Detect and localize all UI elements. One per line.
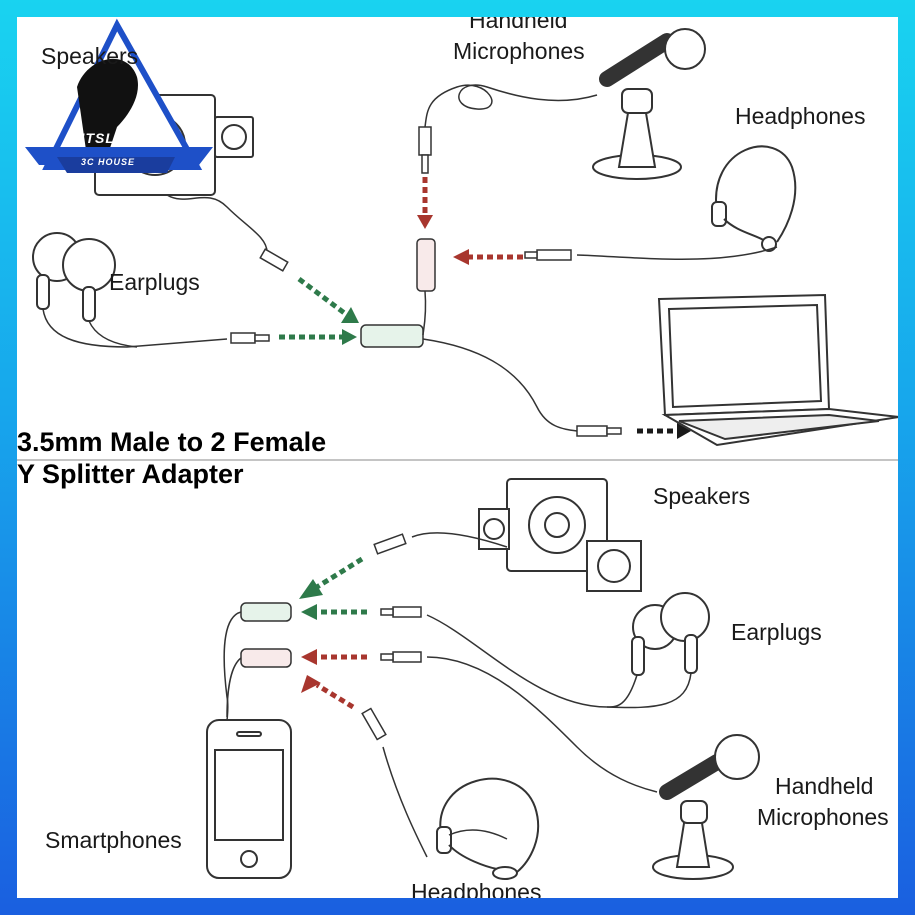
cable-earplugs-top <box>42 308 228 348</box>
cable-splitter-top <box>422 338 578 432</box>
cable-headphones-top <box>576 246 778 261</box>
diagram-artwork <box>17 18 898 880</box>
plug-speakers-bottom <box>373 533 407 555</box>
label-speakers-bottom: Speakers <box>653 483 751 509</box>
plug-mic-top <box>418 126 432 174</box>
cable-headphones-bottom <box>382 746 428 858</box>
product-title-line1: 3.5mm Male to 2 Female <box>17 427 327 457</box>
handheld-microphone-illustration-bottom <box>652 734 760 880</box>
splitter-green-top <box>360 324 424 348</box>
handheld-microphone-illustration-top <box>592 28 706 180</box>
cable-mic-top <box>424 84 598 128</box>
label-earplugs-bottom: Earplugs <box>731 619 822 645</box>
logo-sub-text: 3C HOUSE <box>81 157 136 167</box>
plug-headphones-top <box>524 249 572 261</box>
label-smartphones: Smartphones <box>45 827 182 853</box>
arrow-green-diag-bottom <box>315 556 364 590</box>
splitter-red-top <box>416 238 436 292</box>
earplugs-illustration-bottom <box>631 592 710 676</box>
splitter-green-bottom <box>240 602 292 622</box>
plug-earplugs-bottom <box>380 606 422 618</box>
laptop-illustration <box>657 293 898 447</box>
arrow-green-diag-top <box>297 277 349 317</box>
label-earplugs-top: Earplugs <box>109 269 200 295</box>
label-handheld-bottom-line1: Handheld <box>775 773 874 799</box>
label-headphones-bottom: Headphones <box>411 879 542 898</box>
logo-brand-text: FITSLIM <box>71 130 133 146</box>
arrow-red-down-top-head <box>417 215 433 229</box>
speakers-illustration-bottom <box>478 478 642 592</box>
arrow-red-left-top-head <box>453 249 469 265</box>
cable-earplugs-bottom <box>426 614 692 709</box>
smartphone-illustration <box>206 719 292 879</box>
plug-earplugs-top <box>230 332 270 344</box>
label-handheld-top-line2: Microphones <box>453 38 585 64</box>
plug-laptop-top <box>576 425 622 437</box>
diagram-canvas: FITSLIM 3C HOUSE Speakers Handheld Micro… <box>17 17 898 898</box>
product-title-line2: Y Splitter Adapter <box>17 459 244 489</box>
label-headphones-top: Headphones <box>735 103 866 129</box>
plug-headphones-bottom <box>361 707 387 741</box>
headphones-illustration-top <box>711 145 797 252</box>
fitslim-logo <box>25 18 213 173</box>
cable-speakers-top <box>166 194 268 253</box>
label-speakers-top: Speakers <box>41 43 139 69</box>
cable-speakers-bottom <box>411 532 508 548</box>
plug-speakers-top <box>259 248 289 272</box>
label-handheld-top-line1: Handheld <box>469 17 568 33</box>
earplugs-illustration-top <box>32 232 116 322</box>
arrow-red-diag-bottom <box>315 682 355 710</box>
cable-mic-bottom <box>426 656 658 793</box>
splitter-red-bottom <box>240 648 292 668</box>
headphones-illustration-bottom <box>436 777 540 880</box>
plug-mic-bottom <box>380 651 422 663</box>
label-handheld-bottom-line2: Microphones <box>757 804 889 830</box>
